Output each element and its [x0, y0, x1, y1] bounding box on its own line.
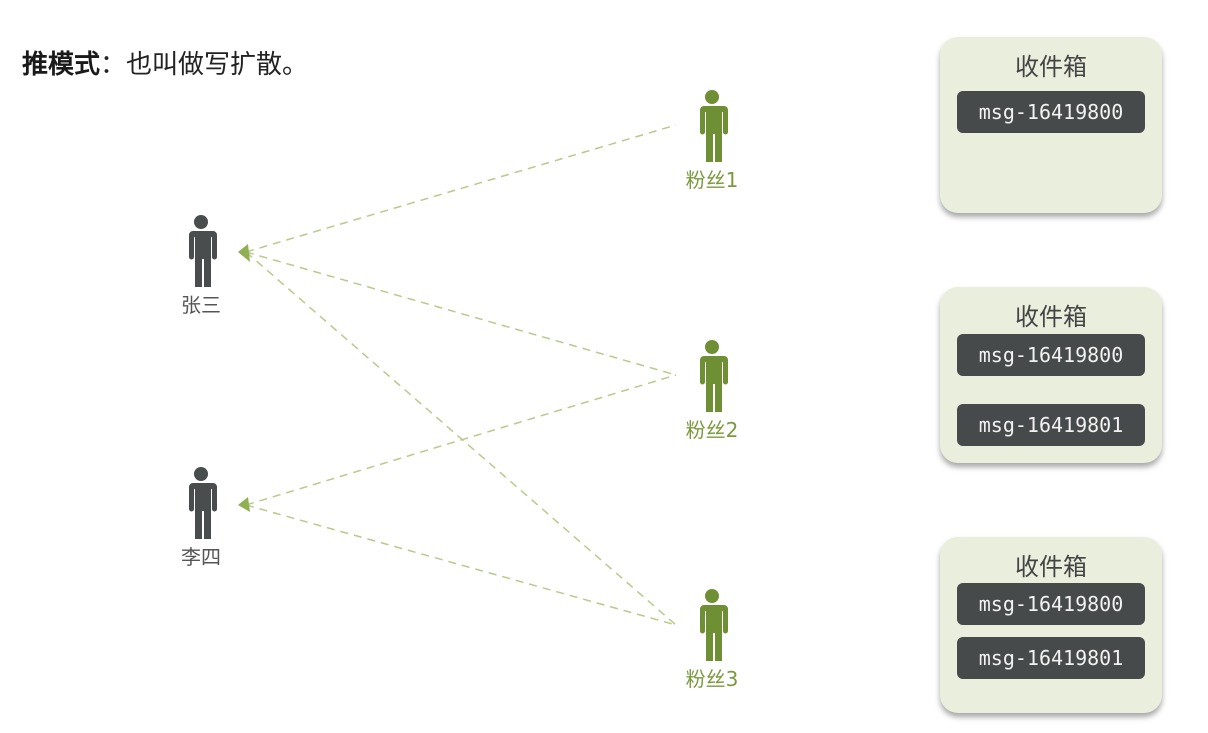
fan-name: 粉丝2	[685, 418, 739, 442]
fan-name: 粉丝3	[685, 667, 739, 691]
title-bold: 推模式	[22, 50, 101, 80]
publisher-zhangsan: 张三	[161, 215, 241, 318]
person-icon	[189, 467, 217, 539]
line-zhangsan-fan1	[245, 124, 677, 253]
line-lisi-fan3	[245, 504, 677, 626]
fan-2: 粉丝2	[672, 340, 752, 443]
publisher-lisi: 李四	[161, 467, 241, 570]
message-item: msg-16419801	[957, 637, 1145, 679]
publisher-name: 张三	[181, 293, 221, 317]
fan-3: 粉丝3	[672, 589, 752, 692]
person-icon	[700, 340, 728, 412]
person-icon	[700, 589, 728, 661]
inbox-fan1: 收件箱 msg-16419800	[940, 37, 1162, 213]
title-rest: ：也叫做写扩散。	[100, 50, 309, 80]
inbox-title: 收件箱	[1015, 553, 1087, 581]
person-icon	[189, 215, 217, 287]
person-icon	[700, 90, 728, 162]
line-zhangsan-fan3	[245, 251, 677, 626]
message-item: msg-16419800	[957, 583, 1145, 625]
fan-1: 粉丝1	[672, 90, 752, 193]
message-item: msg-16419801	[957, 404, 1145, 446]
message-item: msg-16419800	[957, 334, 1145, 376]
page-title: 推模式：也叫做写扩散。	[22, 44, 308, 81]
inbox-fan2: 收件箱 msg-16419800 msg-16419801	[940, 287, 1162, 463]
message-item: msg-16419800	[957, 91, 1145, 133]
arrow-head-icon	[238, 497, 250, 512]
inbox-title: 收件箱	[1015, 303, 1087, 331]
fan-name: 粉丝1	[685, 168, 739, 192]
inbox-title: 收件箱	[1015, 53, 1087, 81]
inbox-fan3: 收件箱 msg-16419800 msg-16419801	[940, 537, 1162, 713]
publisher-name: 李四	[181, 545, 221, 569]
arrow-head-icon	[238, 244, 250, 262]
line-zhangsan-fan2	[245, 251, 677, 376]
line-lisi-fan2	[245, 374, 677, 506]
